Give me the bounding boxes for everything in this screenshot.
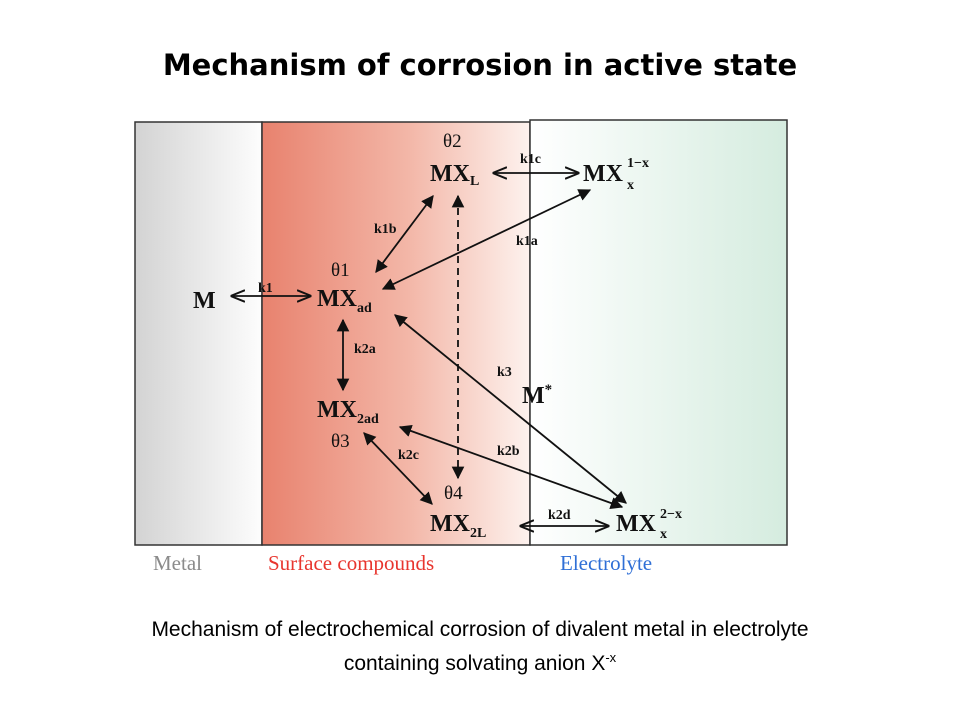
metal-zone xyxy=(134,121,263,546)
rate-k2b-label: k2b xyxy=(497,444,520,459)
node-mx2-ad: MX2ad xyxy=(317,397,379,427)
rate-k1b-label: k1b xyxy=(374,222,397,237)
caption-line-1: Mechanism of electrochemical corrosion o… xyxy=(151,618,809,641)
rate-k1a-label: k1a xyxy=(516,234,538,249)
zone-label-metal: Metal xyxy=(153,551,202,575)
node-mx-ad: MXad xyxy=(317,286,372,316)
svg-text:MX: MX xyxy=(616,511,657,537)
figure-caption: Mechanism of electrochemical corrosion o… xyxy=(20,616,940,678)
theta-3-label: θ3 xyxy=(331,431,350,452)
svg-text:x: x xyxy=(660,527,667,542)
rate-k1-label: k1 xyxy=(258,281,273,296)
rate-k2d-label: k2d xyxy=(548,508,571,523)
rate-k2a-label: k2a xyxy=(354,342,376,357)
node-mx-x: MX 1−x x xyxy=(583,156,649,193)
svg-text:x: x xyxy=(627,178,634,193)
zone-label-surface: Surface compounds xyxy=(268,551,434,575)
rate-k1c-label: k1c xyxy=(520,152,541,167)
rate-k3-label: k3 xyxy=(497,365,512,380)
svg-text:MX: MX xyxy=(583,161,624,187)
arrow-k2b xyxy=(398,424,624,510)
svg-text:1−x: 1−x xyxy=(627,156,649,171)
surface-zone xyxy=(261,121,531,546)
theta-2-label: θ2 xyxy=(443,131,462,152)
electrolyte-zone xyxy=(529,119,788,546)
node-mx2-l: MX2L xyxy=(430,511,486,541)
theta-4-label: θ4 xyxy=(444,483,463,504)
zone-label-electrolyte: Electrolyte xyxy=(560,551,652,575)
caption-superscript: -x xyxy=(605,650,617,665)
rate-k2c-label: k2c xyxy=(398,448,419,463)
node-mx2-x: MX 2−x x xyxy=(616,507,682,542)
caption-line-2: containing solvating anion X-x xyxy=(343,650,617,675)
arrow-k2c xyxy=(363,432,433,505)
node-mx-l: MXL xyxy=(430,161,479,189)
node-m-star: M* xyxy=(522,382,552,409)
svg-text:2−x: 2−x xyxy=(660,507,682,522)
slide-title: Mechanism of corrosion in active state xyxy=(162,48,798,82)
theta-1-label: θ1 xyxy=(331,260,350,281)
corrosion-mechanism-diagram: M MXad MXL MX 1−x x MX2ad MX2L MX 2−x x … xyxy=(134,119,788,575)
node-m: M xyxy=(193,288,216,314)
arrow-k1a xyxy=(381,189,592,290)
